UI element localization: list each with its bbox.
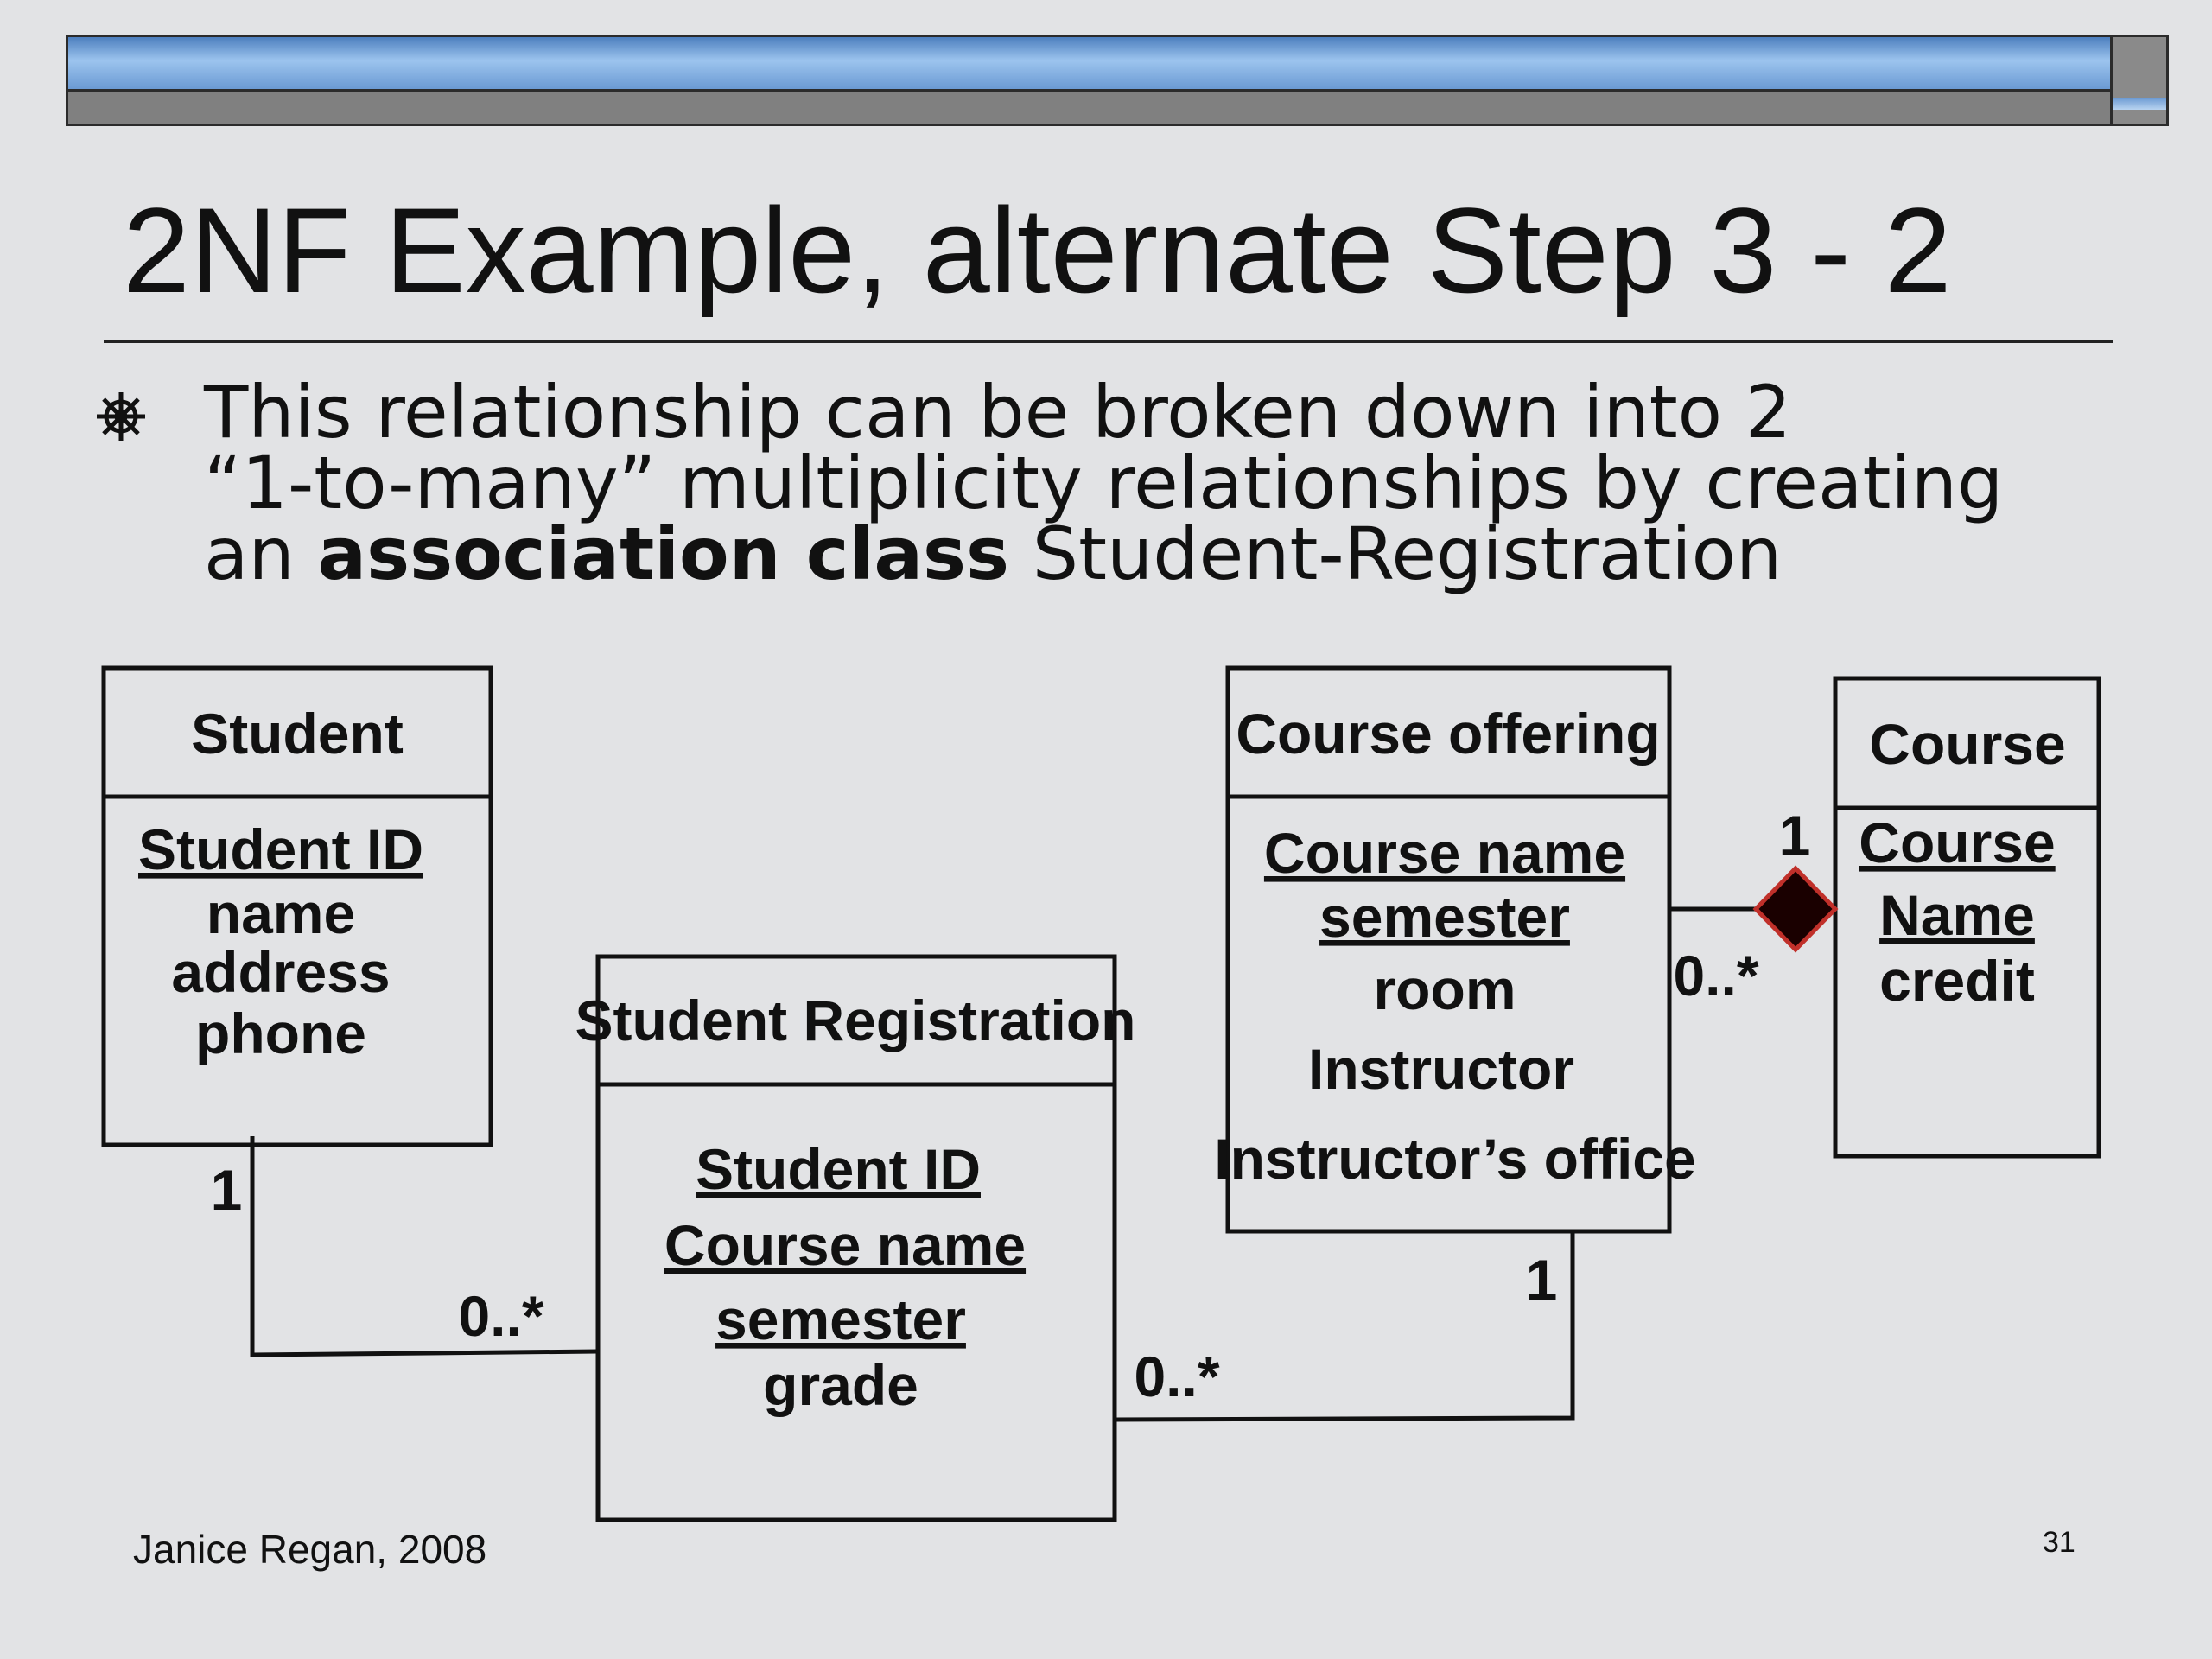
course-class-name: Course (1869, 712, 2065, 776)
offering-attr-room: room (1374, 957, 1516, 1021)
banner-end-cap (2110, 37, 2166, 124)
registration-class-name: Student Registration (575, 988, 1135, 1052)
student-attr-name: name (207, 881, 355, 945)
student-registration-association (250, 1136, 599, 1357)
bullet-line-3-suffix: Student-Registration (1009, 512, 1783, 596)
header-banner (66, 35, 2169, 126)
course-attr-name: Name (1879, 883, 2035, 947)
slide-title: 2NF Example, alternate Step 3 - 2 (123, 182, 1952, 318)
student-class-name: Student (191, 702, 404, 766)
student-attr-student-id: Student ID (138, 817, 423, 881)
course-attr-course: Course (1859, 810, 2055, 874)
registration-attr-semester: semester (715, 1287, 966, 1351)
bullet-line-3-bold: association class (317, 512, 1010, 596)
registration-attr-course-name: Course name (664, 1213, 1026, 1277)
course-attr-credit: credit (1879, 949, 2035, 1013)
banner-cap-stripe (2113, 98, 2166, 110)
registration-attr-grade: grade (763, 1353, 918, 1417)
multiplicity-course-end: 1 (1779, 804, 1811, 868)
bullet-line-2: “1-to-many” multiplicity relationships b… (204, 441, 2004, 525)
title-divider (104, 340, 2113, 343)
multiplicity-offering-course-end: 0..* (1673, 944, 1758, 1007)
multiplicity-registration-offering-end: 0..* (1134, 1344, 1219, 1408)
banner-blue-band (68, 37, 2113, 92)
student-class-box (101, 665, 493, 1147)
offering-class-box (1225, 665, 1672, 1234)
offering-attr-semester: semester (1319, 885, 1570, 949)
student-attr-phone: phone (195, 1001, 366, 1065)
registration-class-box (595, 954, 1117, 1522)
student-attr-address: address (171, 940, 390, 1004)
registration-offering-association (1114, 1231, 1575, 1422)
offering-class-name: Course offering (1236, 702, 1660, 766)
composition-diamond-icon (1752, 865, 1839, 953)
bullet-text: This relationship can be broken down int… (204, 376, 2105, 590)
course-class-box (1833, 676, 2101, 1159)
wheel-bullet-icon (97, 392, 145, 441)
footer-author: Janice Regan, 2008 (133, 1527, 487, 1572)
multiplicity-registration-student-end: 0..* (458, 1284, 543, 1348)
offering-attr-instructor-office: Instructor’s office (1214, 1127, 1695, 1191)
multiplicity-offering-registration-end: 1 (1526, 1248, 1558, 1312)
offering-attr-instructor: Instructor (1308, 1037, 1574, 1101)
banner-grey-band (68, 92, 2113, 124)
registration-attr-student-id: Student ID (696, 1137, 981, 1201)
bullet-line-1: This relationship can be broken down int… (204, 370, 1792, 454)
bullet-line-3-prefix: an (204, 512, 318, 596)
offering-attr-course-name: Course name (1264, 821, 1625, 885)
slide-number: 31 (2043, 1526, 2075, 1559)
multiplicity-student-end: 1 (211, 1158, 243, 1222)
